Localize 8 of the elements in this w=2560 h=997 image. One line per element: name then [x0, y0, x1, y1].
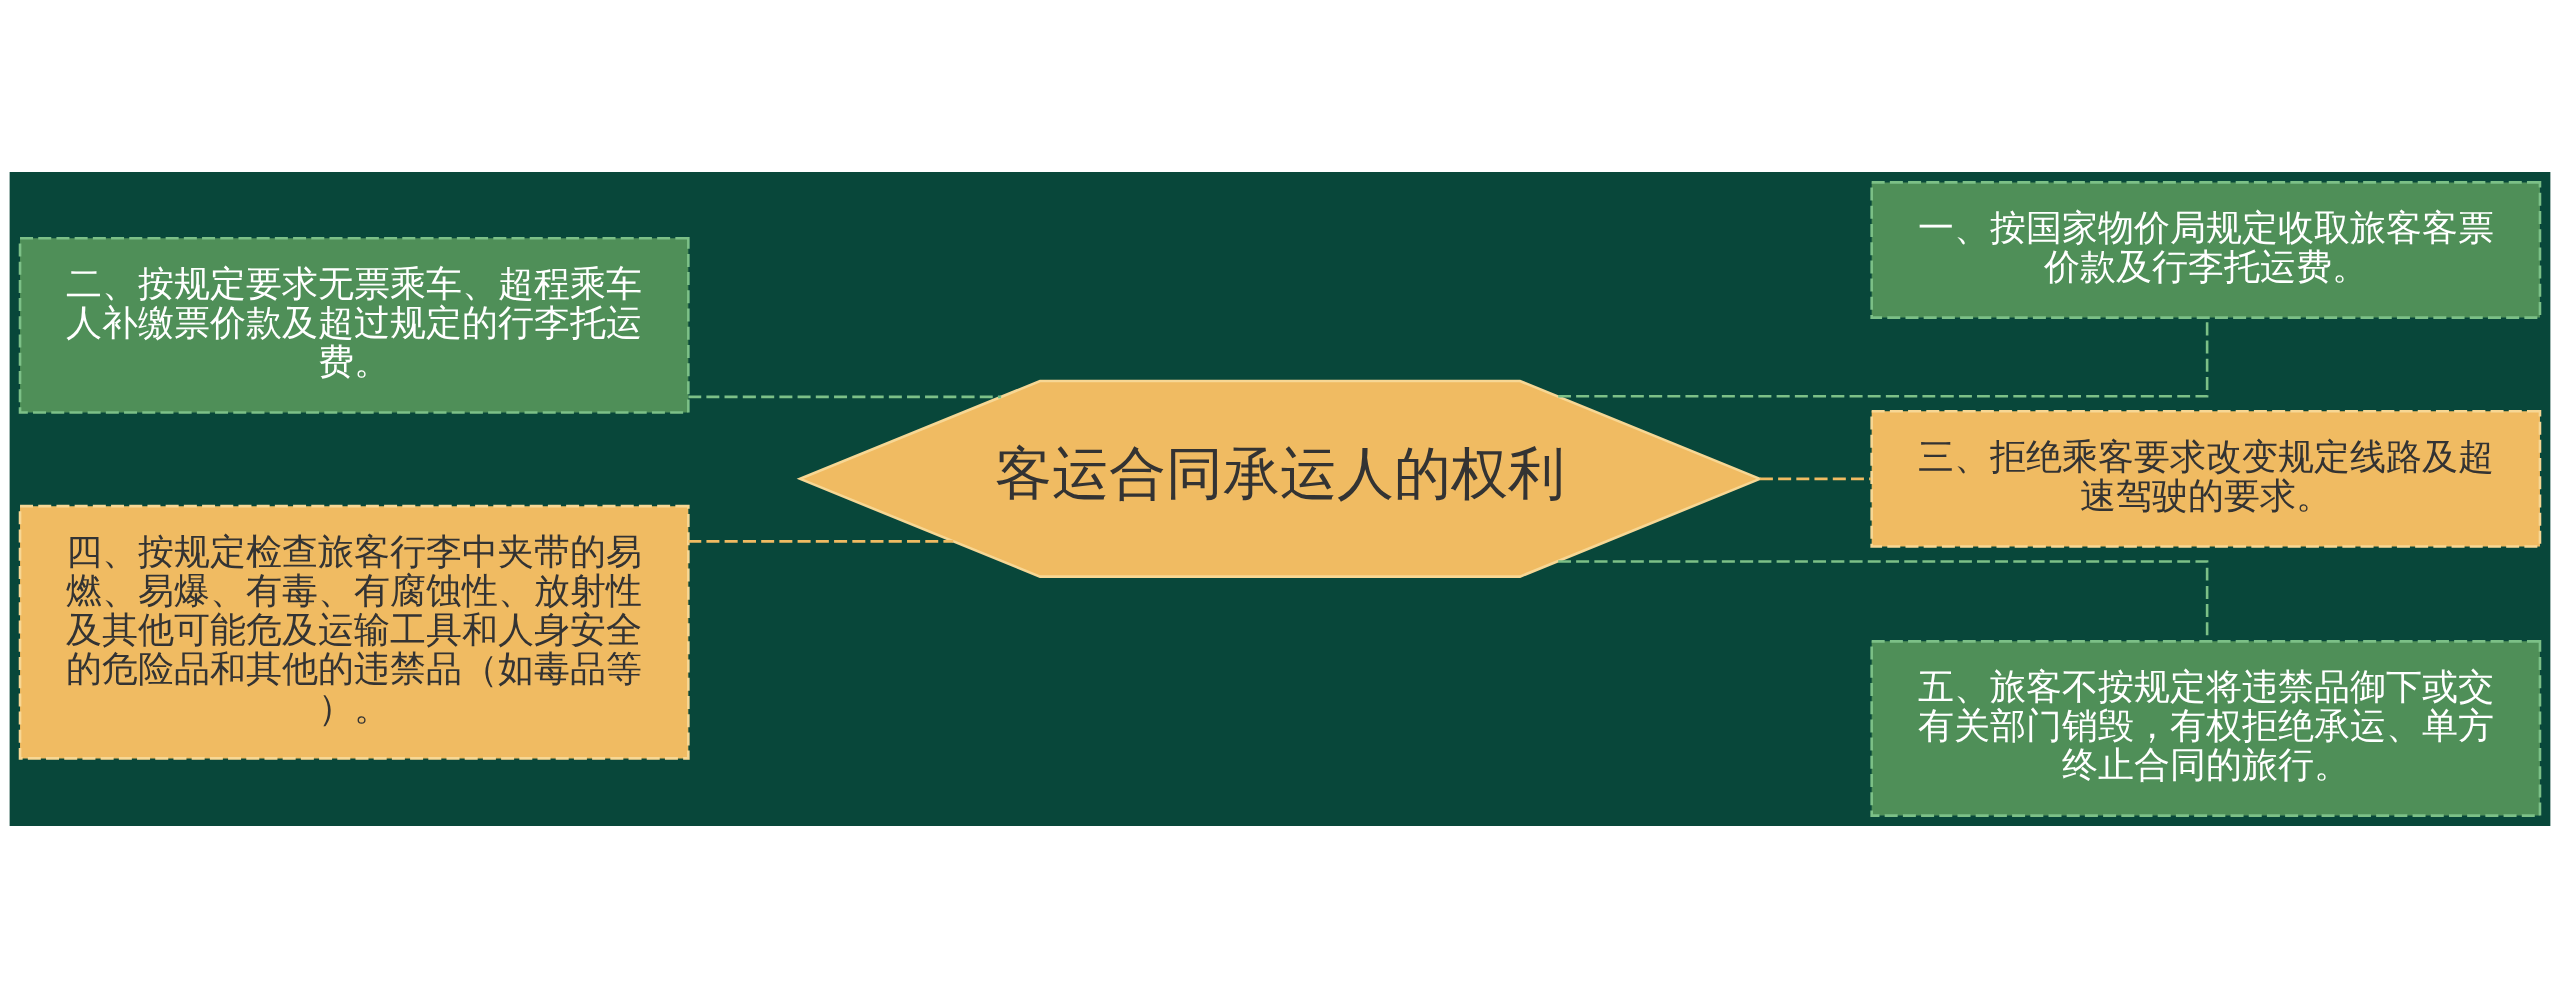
connector [688, 395, 1002, 398]
node-box: 五、旅客不按规定将违禁品御下或交有关部门销毁，有权拒绝承运、单方终止合同的旅行。 [1870, 639, 2542, 817]
node-box: 四、按规定检查旅客行李中夹带的易燃、易爆、有毒、有腐蚀性、放射性及其他可能危及运输工具和人身安全的危险品和其他的违禁品（如毒品等）。 [18, 504, 690, 760]
connector [688, 539, 954, 543]
node-box: 一、按国家物价局规定收取旅客客票价款及行李托运费。 [1870, 180, 2542, 319]
node-box: 二、按规定要求无票乘车、超程乘车人补缴票价款及超过规定的行李托运费。 [18, 236, 690, 414]
connector [1759, 477, 1871, 480]
node-box: 三、拒绝乘客要求改变规定线路及超速驾驶的要求。 [1870, 409, 2542, 548]
